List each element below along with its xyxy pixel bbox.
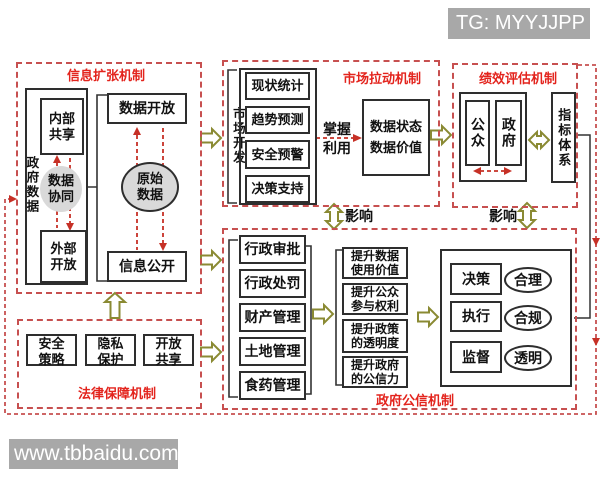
public-box: 公众 <box>465 100 490 166</box>
mechanism-gov-credibility <box>222 228 577 410</box>
mechanism-legal-guarantee <box>17 319 202 409</box>
watermark-telegram: TG: MYYJJPP <box>448 8 590 39</box>
function-quality-ellipse: 合理 <box>504 267 552 293</box>
improve-item-box: 提升政策 的透明度 <box>342 319 408 353</box>
improve-item-box: 提升数据 使用价值 <box>342 247 408 279</box>
info-expansion-title: 信息扩张机制 <box>66 68 145 83</box>
watermark-telegram-text: TG: MYYJJPP <box>456 12 585 34</box>
legal-item-box: 开放 共享 <box>143 334 194 367</box>
flow-arrow-info-to-market <box>200 126 223 150</box>
improve-item-box: 提升政府 的公信力 <box>342 356 408 388</box>
gov-credibility-title: 政府公信机制 <box>375 393 454 408</box>
grasp-use-label: 掌握 利用 <box>323 121 351 156</box>
legal-item-box: 安全 策略 <box>26 334 77 367</box>
flow-arrow-legal-to-info <box>102 291 128 319</box>
market-items-container <box>239 68 317 205</box>
performance-eval-title: 绩效评估机制 <box>478 71 557 86</box>
function-box: 执行 <box>450 301 502 332</box>
function-quality-ellipse: 透明 <box>504 345 552 371</box>
data-state-value-box: 数据状态 数据价值 <box>362 99 430 176</box>
internal-share-box: 内部 共享 <box>40 98 84 155</box>
admin-item-box: 行政审批 <box>239 235 306 264</box>
market-dev-label: 市场开发 <box>230 107 245 165</box>
watermark-site: www.tbbaidu.com <box>9 439 179 469</box>
function-quality-ellipse: 合规 <box>504 305 552 331</box>
admin-item-box: 食药管理 <box>239 371 306 400</box>
market-pull-title: 市场拉动机制 <box>342 71 421 86</box>
watermark-site-text: www.tbbaidu.com <box>14 442 179 465</box>
gov-data-label: 政府数据 <box>24 156 39 214</box>
government-box: 政府 <box>495 100 522 166</box>
legal-guarantee-title: 法律保障机制 <box>77 386 156 401</box>
market-item-box: 趋势预测 <box>245 106 310 134</box>
gov-data-group-box <box>25 88 88 285</box>
mechanism-info-expansion <box>16 62 202 294</box>
flow-arrow-legal-to-credibility <box>200 340 223 364</box>
info-public-box: 信息公开 <box>107 251 187 282</box>
admin-item-box: 行政处罚 <box>239 269 306 298</box>
mechanism-market-pull <box>222 60 440 207</box>
market-item-box: 安全预警 <box>245 140 310 169</box>
eval-subjects-container <box>459 92 527 182</box>
flow-arrow-info-to-credibility <box>200 248 223 272</box>
impact-label-right: 影响 <box>489 208 517 224</box>
data-open-box: 数据开放 <box>107 93 187 124</box>
indicator-system-box: 指标体系 <box>551 92 576 183</box>
admin-item-box: 土地管理 <box>239 337 306 366</box>
raw-data-ellipse: 原始 数据 <box>121 162 179 212</box>
market-item-box: 决策支持 <box>245 175 310 203</box>
function-box: 决策 <box>450 263 502 295</box>
legal-item-box: 隐私 保护 <box>85 334 136 367</box>
functions-container <box>440 249 572 387</box>
mechanism-performance-eval <box>452 63 578 208</box>
impact-label-left: 影响 <box>345 208 373 224</box>
admin-item-box: 财产管理 <box>239 303 306 332</box>
improve-item-box: 提升公众 参与权利 <box>342 283 408 315</box>
external-open-box: 外部 开放 <box>40 230 87 283</box>
market-item-box: 现状统计 <box>245 72 310 100</box>
data-synergy-label: 数据 协同 <box>40 166 82 212</box>
impact-arrow-left <box>323 202 345 231</box>
function-box: 监督 <box>450 341 502 373</box>
